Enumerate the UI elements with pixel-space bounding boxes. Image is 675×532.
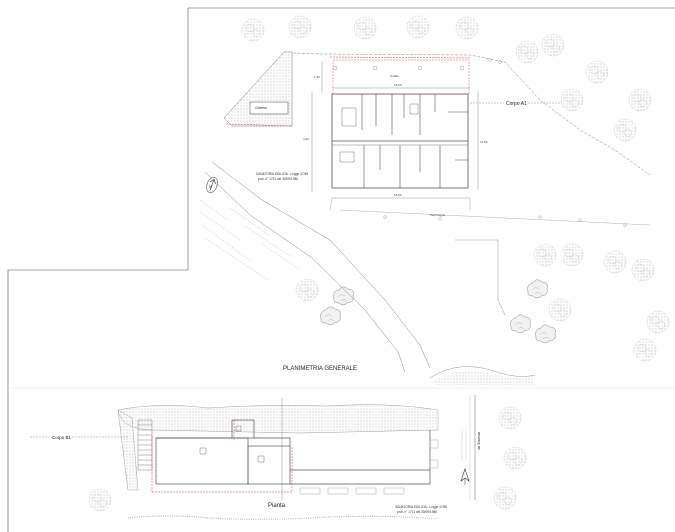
north-arrow-bottom-icon xyxy=(460,468,470,485)
tree-icon xyxy=(353,16,377,40)
building-a1 xyxy=(331,93,469,189)
tree-icon xyxy=(628,88,652,112)
cistern-lot xyxy=(223,51,293,127)
tree-icon xyxy=(560,243,584,267)
tree-icon xyxy=(515,40,539,64)
bush-group-top xyxy=(320,279,556,344)
tree-icon xyxy=(585,60,609,84)
bush-icon xyxy=(527,279,548,299)
north-arrow-icon xyxy=(206,176,218,194)
building-a1-red xyxy=(332,59,470,95)
dim-top: 18,50 xyxy=(394,83,402,87)
ground-band xyxy=(117,404,439,434)
hedge-rows xyxy=(199,199,301,281)
planimetria-title: PLANIMETRIA GENERALE xyxy=(283,366,357,372)
corpo-a1-label: Corpo A1 xyxy=(506,101,527,107)
steps-right xyxy=(429,439,439,469)
building-b1-red xyxy=(151,420,293,493)
ground-left xyxy=(117,409,139,491)
boundary-red xyxy=(329,56,471,59)
cistern-box xyxy=(249,101,289,115)
tree-icon xyxy=(548,298,572,322)
sheet-frame xyxy=(7,7,675,532)
driveway xyxy=(329,197,651,226)
lamp-posts xyxy=(383,215,627,227)
dimension-lines xyxy=(311,62,479,199)
bush-icon xyxy=(320,306,341,326)
cortile-label: Cortile xyxy=(390,74,399,78)
sanatoria-a-line2: prot. n° 1711 del 30/09/1986 xyxy=(258,177,298,181)
bush-icon xyxy=(510,314,531,334)
tree-icon xyxy=(503,446,527,470)
sanatoria-b-line2: prot. n° 1711 del 30/09/1986 xyxy=(397,510,437,514)
tree-icon xyxy=(498,406,522,430)
north-mark: N xyxy=(209,184,212,189)
street-label: via Sinuessa xyxy=(477,432,481,450)
parking-bays xyxy=(299,487,405,495)
dim-left-a: 1,45 xyxy=(314,75,320,79)
right-road xyxy=(429,239,536,379)
grass-strip xyxy=(127,515,439,520)
tree-icon xyxy=(533,243,557,267)
tree-icon xyxy=(613,118,637,142)
tree-icon xyxy=(455,16,479,40)
tree-icon xyxy=(493,486,517,510)
dim-bottom: 18,50 xyxy=(394,193,402,197)
corpo-b1-label: Corpo B1 xyxy=(52,435,72,440)
cistern-label: Cisterna xyxy=(255,106,267,110)
pianta-title: Pianta xyxy=(268,503,286,509)
access-road xyxy=(204,161,431,373)
tree-icon xyxy=(241,18,265,42)
bush-icon xyxy=(535,324,556,344)
sanatoria-a-line1: SANATORIA EDILIZIA - Legge 47/85 xyxy=(256,172,308,176)
tree-icon xyxy=(541,33,565,57)
fence-posts xyxy=(332,58,502,71)
tree-icon xyxy=(88,488,112,512)
tree-icon xyxy=(560,88,584,112)
lot-red-border xyxy=(225,123,293,127)
tree-icon xyxy=(631,258,655,282)
tree-icon xyxy=(295,278,319,302)
tree-icon xyxy=(633,338,657,362)
building-b1 xyxy=(155,419,431,485)
tree-group-top xyxy=(241,15,670,362)
right-road-fill xyxy=(435,370,535,385)
tree-icon xyxy=(603,250,627,274)
boundary-top xyxy=(292,52,651,176)
parcheggio-label: Parcheggio xyxy=(430,213,446,217)
tree-icon xyxy=(406,15,430,39)
tree-icon xyxy=(288,15,312,39)
tree-icon xyxy=(646,310,670,334)
dim-side: 13,55 xyxy=(480,140,488,144)
dim-left-b: 4,20 xyxy=(303,137,309,141)
sanatoria-b-line1: SANATORIA EDILIZIA - Legge 47/85 xyxy=(395,505,447,509)
street-grass xyxy=(461,430,467,460)
